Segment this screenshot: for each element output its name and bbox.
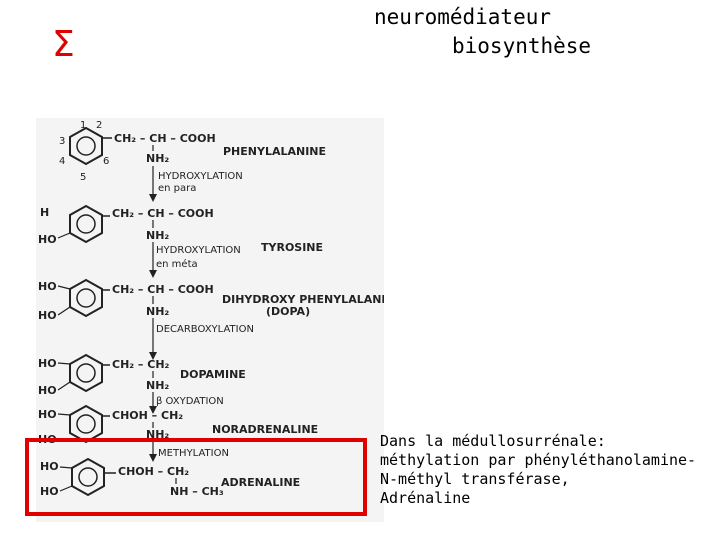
molecule-adrenaline: HO HO CHOH – CH₂ NH – CH₃ ADRENALINE — [40, 457, 300, 498]
molecule-name: DOPAMINE — [180, 368, 246, 381]
reaction-label: HYDROXYLATION — [156, 245, 241, 256]
molecule-tyrosine: H HO CH₂ – CH – COOH NH₂ TYROSINE HYDROX… — [38, 204, 323, 278]
svg-text:HO: HO — [38, 280, 57, 293]
svg-text:H: H — [40, 206, 49, 219]
molecule-name: NORADRENALINE — [212, 423, 318, 436]
svg-text:HO: HO — [38, 408, 57, 421]
molecule-phenylalanine: CH₂ – CH – COOH NH₂ PHENYLALANINE HYDROX… — [69, 126, 326, 202]
slide-title-line2: biosynthèse — [452, 34, 592, 58]
pathway-svg: 1 2 3 4 5 6 CH₂ – CH – COOH NH₂ PHENYLAL… — [38, 120, 384, 498]
reaction-label: HYDROXYLATION — [158, 171, 243, 182]
side-chain-amine: NH₂ — [146, 305, 169, 318]
molecule-name: PHENYLALANINE — [223, 145, 326, 158]
side-chain-amine: NH₂ — [146, 229, 169, 242]
ring-number: 2 — [96, 120, 102, 131]
side-chain: CHOH – CH₂ — [112, 409, 183, 422]
svg-text:HO: HO — [38, 309, 57, 322]
biosynthesis-diagram: 1 2 3 4 5 6 CH₂ – CH – COOH NH₂ PHENYLAL… — [36, 118, 384, 522]
benzene-ring — [69, 353, 103, 393]
side-chain: CHOH – CH₂ — [118, 465, 189, 478]
side-chain-methylamine: NH – CH₃ — [170, 485, 224, 498]
svg-text:HO: HO — [38, 233, 57, 246]
ring-number: 6 — [103, 156, 109, 167]
molecule-name: ADRENALINE — [221, 476, 300, 489]
note-line: Dans la médullosurrénale: — [380, 432, 606, 450]
svg-text:HO: HO — [40, 485, 59, 498]
ring-number: 5 — [80, 172, 86, 183]
note-line: méthylation par phényléthanolamine- — [380, 451, 697, 469]
benzene-ring — [69, 204, 103, 244]
benzene-ring — [71, 457, 105, 497]
benzene-ring — [69, 278, 103, 318]
slide-title-line1: neuromédiateur — [374, 5, 552, 29]
benzene-ring — [69, 404, 103, 444]
benzene-ring — [69, 126, 103, 166]
note-line: Adrénaline — [380, 489, 471, 507]
side-chain: CH₂ – CH – COOH — [112, 283, 214, 296]
molecule-noradrenaline: HO HO CHOH – CH₂ NH₂ NORADRENALINE METHY… — [38, 404, 318, 462]
ring-number: 4 — [59, 156, 65, 167]
note-line: N-méthyl transférase, — [380, 470, 570, 488]
side-chain: CH₂ – CH – COOH — [112, 207, 214, 220]
svg-text:HO: HO — [38, 384, 57, 397]
annotation-note: Dans la médullosurrénale: méthylation pa… — [380, 432, 696, 508]
side-chain: CH₂ – CH – COOH — [114, 132, 216, 145]
molecule-name: DIHYDROXY PHENYLALANINE — [222, 293, 384, 306]
reaction-detail: en méta — [156, 258, 198, 270]
reaction-label: METHYLATION — [158, 448, 229, 459]
ring-number: 3 — [59, 136, 65, 147]
svg-text:HO: HO — [40, 460, 59, 473]
side-chain-amine: NH₂ — [146, 428, 169, 441]
molecule-dopa: HO HO CH₂ – CH – COOH NH₂ DIHYDROXY PHEN… — [38, 278, 384, 360]
ring-number: 1 — [80, 120, 86, 131]
sigma-symbol: Σ — [52, 24, 75, 65]
molecule-abbrev: (DOPA) — [266, 305, 310, 318]
reaction-detail: en para — [158, 183, 196, 194]
molecule-name: TYROSINE — [261, 241, 323, 254]
side-chain-amine: NH₂ — [146, 379, 169, 392]
molecule-dopamine: HO HO CH₂ – CH₂ NH₂ DOPAMINE β OXYDATION — [38, 353, 246, 414]
side-chain-amine: NH₂ — [146, 152, 169, 165]
aromatic-circle — [76, 136, 96, 156]
reaction-label: DECARBOXYLATION — [156, 324, 254, 335]
svg-text:HO: HO — [38, 433, 57, 446]
svg-text:HO: HO — [38, 357, 57, 370]
reaction-label: β OXYDATION — [156, 396, 224, 407]
side-chain: CH₂ – CH₂ — [112, 358, 170, 371]
